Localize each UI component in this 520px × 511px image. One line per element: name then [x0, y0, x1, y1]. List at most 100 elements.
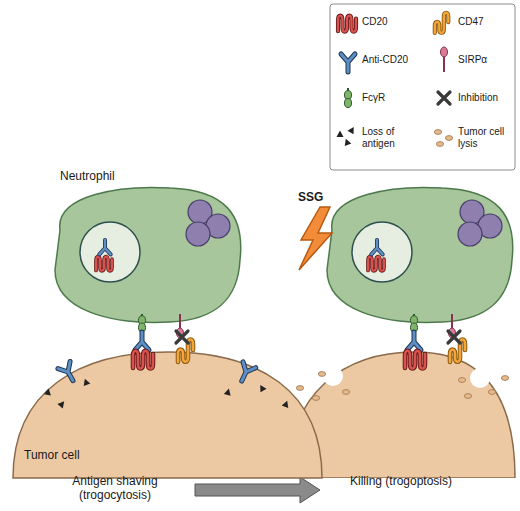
cd20-body: [368, 257, 384, 271]
nucleus-lobe: [206, 214, 230, 238]
cd20-body: [405, 351, 425, 369]
sirpa-domain: [177, 328, 184, 338]
cd47-body: [435, 13, 449, 33]
legend-label: SIRPα: [458, 54, 513, 66]
node-label: Tumor cell: [24, 448, 80, 462]
inhibition-mark: [438, 92, 450, 104]
sirpa-stalk: [451, 314, 453, 333]
sirpa-symbol: [441, 47, 448, 72]
cd20-outline: [96, 257, 112, 271]
antigen-fragment: [337, 131, 344, 138]
antibody-outline: [58, 362, 79, 385]
fcgr-symbol: [411, 314, 418, 332]
cd20-body: [96, 257, 112, 271]
fcgr-symbol: [345, 88, 352, 108]
cd47-symbol: [450, 340, 465, 363]
node-outline-group: [299, 207, 332, 270]
nucleus-lobe: [478, 214, 502, 238]
sirpa-stalk: [443, 52, 445, 72]
node-outline-svg: [50, 183, 246, 328]
fcgr-domain: [411, 323, 418, 332]
ssg-bolt: SSG: [296, 190, 332, 270]
antibody-body: [135, 332, 149, 350]
antibody-symbol: [58, 362, 79, 385]
antibody-symbol: [235, 362, 255, 384]
legend-label: Inhibition: [458, 92, 513, 104]
nucleus-lobe: [458, 222, 482, 246]
phagosome: [80, 222, 140, 282]
antibody-symbol: [407, 332, 421, 350]
cd20-symbol: [338, 16, 356, 32]
lysis-fragment: [458, 378, 465, 383]
phagosome: [352, 222, 412, 282]
cd20-symbol: [368, 257, 384, 271]
nucleus-lobe: [186, 222, 210, 246]
antibody-symbol: [341, 54, 355, 72]
nucleus-lobe: [460, 200, 484, 224]
sirpa-domain: [449, 328, 456, 338]
antibody-body: [371, 240, 382, 254]
antigen-fragment: [282, 400, 291, 409]
antibody-body: [407, 332, 421, 350]
lysis-fragment: [445, 136, 452, 141]
legend-label: Loss of antigen: [362, 126, 412, 150]
node-label: Neutrophil: [60, 169, 115, 183]
cd20-outline: [338, 16, 356, 32]
node-label: SSG: [298, 190, 323, 204]
antigen-fragment: [224, 388, 232, 396]
sirpa-stalk: [179, 314, 181, 333]
step-caption: Antigen shaving (trogocytosis): [48, 474, 182, 502]
fcgr-stalk: [347, 88, 349, 108]
antigen-fragment: [57, 399, 67, 408]
neutrophil-cell: [327, 187, 513, 322]
cd20-outline: [368, 257, 384, 271]
inhibition-mark: [448, 331, 460, 343]
tumor-cell: [288, 352, 515, 478]
fcgr-domain: [139, 316, 146, 325]
inhibition-cross: [438, 92, 450, 104]
fcgr-symbol: [139, 314, 146, 332]
lysis-fragment: [436, 142, 443, 147]
antigen-fragment: [257, 383, 266, 392]
antibody-body: [235, 362, 255, 384]
antibody-body: [341, 54, 355, 72]
antigen-shaving-debris: [44, 362, 290, 409]
transition-arrow: [195, 477, 320, 503]
ssg-bolt-outline: [299, 207, 332, 270]
cd20-symbol: [133, 351, 153, 369]
fcgr-domain: [345, 91, 352, 100]
antibody-outline: [135, 332, 149, 350]
cd20-body: [133, 351, 153, 369]
legend-label: CD20: [362, 16, 432, 28]
neutrophil-cell-outline: [55, 187, 241, 322]
fcgr-stalk: [141, 314, 143, 332]
antibody-symbol: [135, 332, 149, 350]
cd20-symbol: [405, 351, 425, 369]
lysis-fragment: [488, 390, 495, 395]
fcgr-stalk: [413, 314, 415, 332]
lysis-fragment: [434, 130, 441, 135]
lysis-fragment: [296, 386, 303, 391]
tumor-cell: Tumor cell: [12, 350, 324, 480]
antibody-body: [99, 240, 110, 254]
neutrophil-interior: [352, 200, 502, 369]
cd47-outline: [178, 340, 193, 363]
legend-label: FcγR: [362, 92, 432, 104]
antibody-symbol: [371, 240, 382, 254]
antibody-outline: [235, 362, 255, 384]
fcgr-domain: [345, 99, 352, 108]
tumor-cell-outline: [13, 352, 322, 478]
cd20-body: [338, 16, 356, 32]
lysis-fragment: [501, 376, 508, 381]
legend-label: CD47: [458, 16, 513, 28]
antigen-fragment: [44, 388, 52, 396]
node-outline-group: [55, 187, 241, 322]
antigen-fragment: [347, 125, 356, 134]
antibody-outline: [371, 240, 382, 254]
fcgr-domain: [411, 316, 418, 325]
antigen-fragment: [82, 378, 91, 387]
step-caption: Killing (trogoptosis): [336, 474, 466, 488]
neutrophil-interior: [80, 200, 230, 369]
